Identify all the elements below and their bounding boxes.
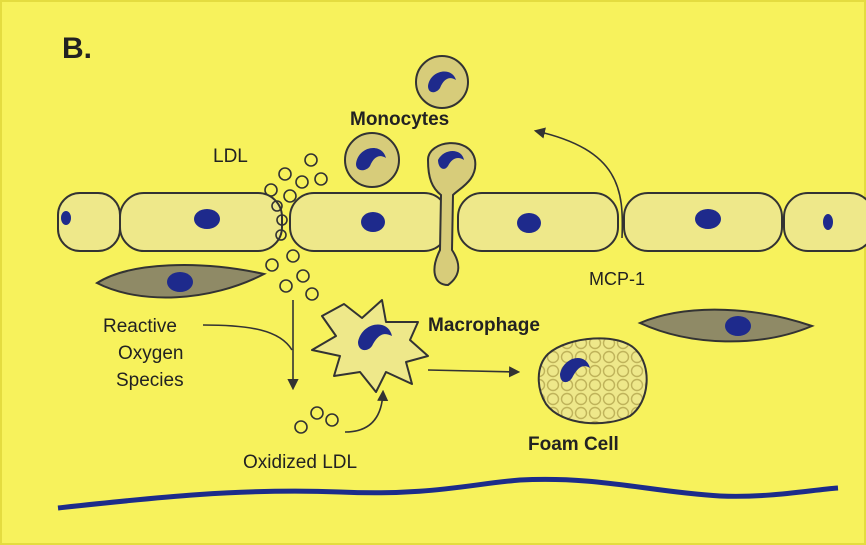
monocyte xyxy=(345,133,399,187)
monocyte xyxy=(416,56,468,108)
monocytes-label: Monocytes xyxy=(350,109,449,130)
nucleus xyxy=(823,214,833,230)
foam-cell-label: Foam Cell xyxy=(528,434,619,455)
species-label: Species xyxy=(116,370,184,391)
nucleus xyxy=(695,209,721,229)
macrophage-label: Macrophage xyxy=(428,315,540,336)
oxygen-label: Oxygen xyxy=(118,343,183,364)
mcp1-label: MCP-1 xyxy=(589,269,645,289)
panel-label: B. xyxy=(62,32,92,65)
nucleus xyxy=(517,213,541,233)
ldl-label: LDL xyxy=(213,146,248,167)
reactive-label: Reactive xyxy=(103,316,177,337)
oxidized-ldl-label: Oxidized LDL xyxy=(243,452,357,473)
nucleus xyxy=(194,209,220,229)
foam-cell xyxy=(539,338,647,423)
nucleus xyxy=(61,211,71,225)
nucleus xyxy=(361,212,385,232)
